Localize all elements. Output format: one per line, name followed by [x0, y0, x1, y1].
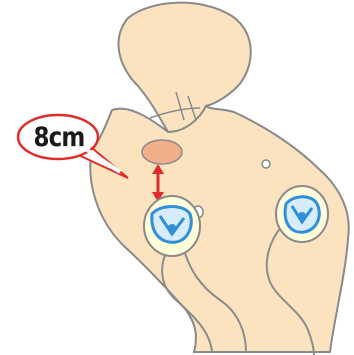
pad-icon: [144, 196, 200, 256]
nipple-right: [142, 140, 182, 164]
pad-icon-2: [276, 186, 328, 242]
nipple-left: [262, 160, 270, 168]
distance-label: 8cm: [28, 117, 91, 157]
